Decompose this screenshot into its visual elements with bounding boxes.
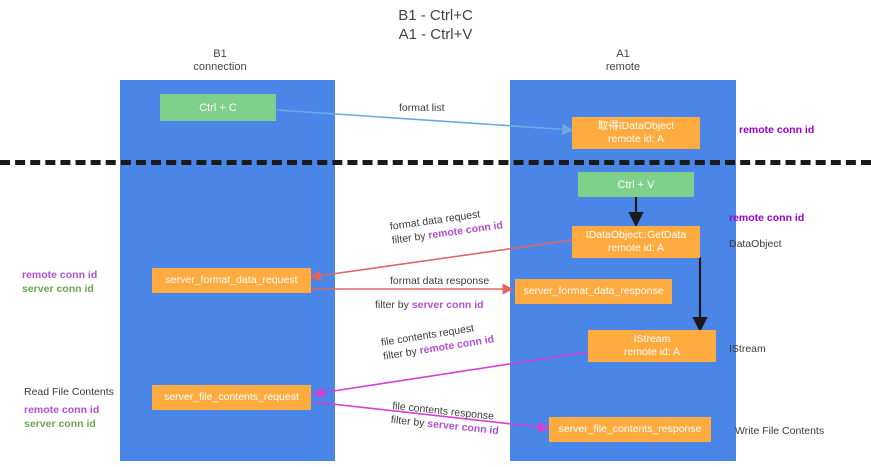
label-file-contents-response-filter-prefix: filter by	[390, 413, 428, 430]
box-getdata-sub: remote id: A	[607, 242, 665, 254]
box-ctrl-c: Ctrl + C	[160, 94, 276, 121]
annotation-left-remote-conn-id-2: remote conn id	[24, 404, 100, 416]
annotation-right-write-file-contents: Write File Contents	[735, 425, 825, 437]
annotation-left-read-file-contents-block: Read File Contents	[24, 385, 114, 399]
box-server-format-data-response: server_format_data_response	[515, 279, 672, 304]
box-idataobject: 取得IDataObject remote id: A	[572, 117, 700, 149]
box-idataobject-getdata: IDataObject::GetData remote id: A	[572, 226, 700, 258]
phase-divider	[0, 160, 871, 165]
box-istream: IStream remote id: A	[588, 330, 716, 362]
annotation-right-dataobject: DataObject	[729, 238, 782, 250]
box-istream-title: IStream	[633, 333, 671, 345]
label-format-data-response: format data response	[390, 274, 489, 288]
label-format-data-request: format data request filter by remote con…	[389, 204, 504, 247]
column-header-b1-name: B1	[213, 48, 227, 60]
title-line-2: A1 - Ctrl+V	[398, 26, 473, 43]
label-format-list: format list	[399, 102, 445, 114]
box-server-file-contents-response: server_file_contents_response	[549, 417, 711, 442]
box-ctrl-v: Ctrl + V	[578, 172, 694, 197]
column-header-a1-role: remote	[605, 61, 641, 73]
box-server-format-data-request: server_format_data_request	[152, 268, 311, 293]
annotation-left-server-conn-id: server conn id	[22, 283, 94, 295]
box-server-format-data-request-label: server_format_data_request	[165, 274, 298, 286]
box-ctrl-c-label: Ctrl + C	[199, 101, 237, 114]
annotation-left-conn-ids-top: remote conn id server conn id	[22, 268, 97, 296]
annotation-right-remote-conn-id-top: remote conn id	[739, 124, 815, 136]
label-format-data-response-text: format data response	[390, 275, 490, 287]
label-format-data-response-filter: filter by server conn id	[375, 298, 484, 312]
column-header-a1-name: A1	[616, 48, 630, 60]
column-header-b1-role: connection	[193, 61, 247, 73]
annotation-left-read-file-contents: Read File Contents	[24, 386, 114, 398]
page-title: B1 - Ctrl+C A1 - Ctrl+V	[0, 6, 871, 44]
annotation-left-remote-conn-id: remote conn id	[22, 269, 98, 281]
label-file-contents-request: file contents request filter by remote c…	[380, 318, 495, 363]
box-istream-sub: remote id: A	[623, 346, 681, 358]
box-server-file-contents-request: server_file_contents_request	[152, 385, 311, 410]
annotation-left-server-conn-id-2: server conn id	[24, 418, 96, 430]
box-idataobject-sub: remote id: A	[607, 133, 665, 145]
annotation-right-istream: IStream	[729, 343, 766, 355]
box-server-format-data-response-label: server_format_data_response	[523, 285, 664, 297]
column-header-b1: B1 connection	[150, 48, 290, 74]
box-ctrl-v-label: Ctrl + V	[617, 178, 655, 191]
title-line-1: B1 - Ctrl+C	[398, 7, 473, 24]
label-format-data-response-filter-prefix: filter by	[375, 299, 412, 311]
box-idataobject-title: 取得IDataObject	[597, 120, 675, 132]
annotation-left-conn-ids-bottom: remote conn id server conn id	[24, 403, 99, 431]
box-getdata-title: IDataObject::GetData	[585, 229, 687, 241]
annotation-right-remote-conn-id-mid: remote conn id	[729, 212, 805, 224]
column-header-a1: A1 remote	[553, 48, 693, 74]
label-format-data-response-filter-key: server conn id	[411, 299, 484, 311]
box-server-file-contents-request-label: server_file_contents_request	[164, 391, 299, 403]
label-format-data-request-filter-prefix: filter by	[391, 229, 430, 247]
box-server-file-contents-response-label: server_file_contents_response	[558, 423, 702, 435]
label-file-contents-response: file contents response filter by server …	[390, 399, 501, 438]
